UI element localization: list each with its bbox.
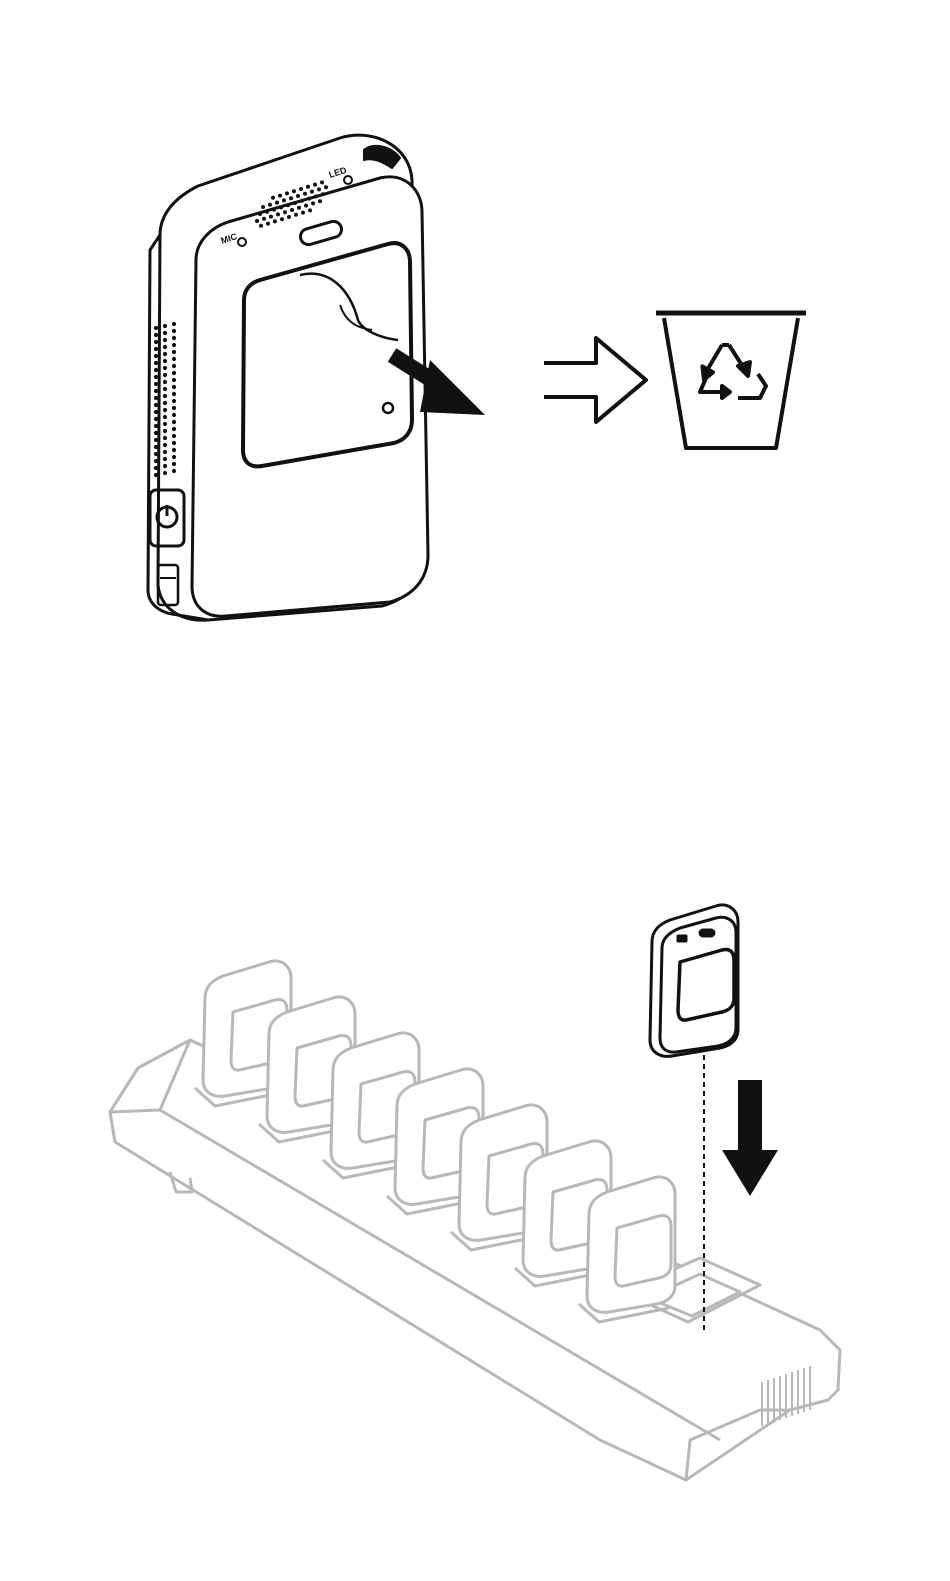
inserting-device: [650, 905, 738, 1056]
step-insert-dock-svg: [0, 880, 950, 1581]
then-arrow-icon: [544, 338, 646, 422]
step-insert-dock-figure: [0, 880, 950, 1581]
device-illustration: [0, 0, 428, 620]
recycle-bin-icon: [656, 313, 806, 448]
insert-down-arrow-icon: [722, 1080, 778, 1196]
step-remove-protector-svg: MIC LED: [0, 0, 950, 700]
step-remove-protector-figure: MIC LED: [0, 0, 950, 700]
